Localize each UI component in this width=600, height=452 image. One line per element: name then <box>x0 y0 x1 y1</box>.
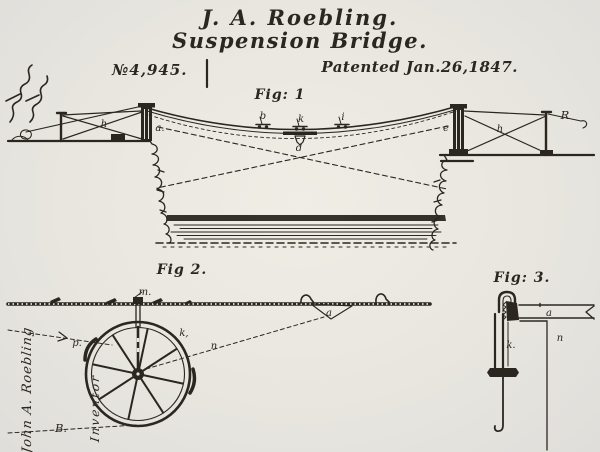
part-label-e: e <box>443 123 449 134</box>
trolley-wheel <box>294 127 299 131</box>
witness-signature-icon <box>5 64 33 123</box>
part-label-a2: a <box>326 308 332 319</box>
center-platform <box>283 131 317 135</box>
water-lines <box>170 224 442 240</box>
right-tower <box>453 108 464 153</box>
part-label-b: b <box>260 111 266 122</box>
collar <box>487 368 519 377</box>
part-label-n: n <box>211 341 217 352</box>
fig3-caption: Fig: 3. <box>493 270 551 286</box>
cable-deflection-dashed <box>148 110 457 139</box>
stem-slot <box>136 348 140 352</box>
patent-title: Suspension Bridge. <box>172 28 428 53</box>
part-label-k: k <box>298 114 304 125</box>
right-backstay <box>547 113 588 129</box>
part-label-h2: h <box>497 124 503 135</box>
rope-clamps <box>50 297 192 305</box>
right-post-base <box>540 150 553 156</box>
right-tower-base <box>449 149 468 156</box>
stem-hook <box>133 291 143 299</box>
left-anchor-post <box>55 111 68 143</box>
wheel-axle <box>136 372 140 376</box>
part-label-d: d <box>296 143 302 154</box>
left-cliff <box>149 140 172 244</box>
beam <box>518 302 595 322</box>
trolley-wheel <box>264 125 269 129</box>
inventor-name-title: J. A. Roebling. <box>201 5 399 30</box>
trolley-wheel <box>257 125 262 129</box>
dashed-cross-lines <box>156 125 449 190</box>
clamp-hook-outer <box>497 290 517 314</box>
witness-signatures-icon <box>5 64 49 123</box>
left-anchor-block <box>111 134 125 141</box>
link-bars <box>493 312 505 374</box>
inventor-signature: John A. Roebling <box>20 325 35 452</box>
center-hanger <box>294 135 306 146</box>
left-tower-banding <box>144 109 149 139</box>
right-anchor-post <box>540 110 553 157</box>
cable-trolleys <box>255 116 350 131</box>
stem-upper <box>135 303 141 328</box>
left-backstay-anchor <box>11 104 148 141</box>
witness-signature-icon <box>25 75 49 123</box>
fig1-bridge-elevation: a. h b k i d e h R <box>6 103 596 251</box>
right-anchor-bracing <box>463 110 547 154</box>
arrowhead-icon <box>57 331 68 342</box>
patent-number: №4,945. <box>112 61 188 79</box>
fig1-caption: Fig: 1 <box>254 87 306 103</box>
main-cable-upper <box>146 105 459 131</box>
part-label-a3: a <box>546 308 552 319</box>
part-label-k3: k. <box>506 340 515 351</box>
brake-shoes <box>83 337 197 395</box>
part-label-h: h <box>101 119 107 130</box>
part-label-p: p. <box>72 338 82 349</box>
right-cliff <box>429 154 448 251</box>
fig3-cable-clamp: a n k. <box>487 290 595 451</box>
clamp-hook-inner <box>502 295 512 313</box>
part-label-i: i <box>341 112 344 123</box>
bracket-triangle <box>310 303 353 320</box>
lower-rod-hook <box>493 376 504 433</box>
right-tower-banding <box>456 110 461 150</box>
wheel-spokes <box>92 328 184 420</box>
inventor-role-label: Inventor <box>88 373 102 443</box>
water-band <box>166 215 446 221</box>
trolley-wheel <box>301 127 306 131</box>
rope-hooks <box>300 293 390 304</box>
part-label-k2: k, <box>179 328 188 339</box>
left-anchor-bracing <box>61 110 143 140</box>
stem-clamp <box>133 297 143 304</box>
left-tower <box>141 107 152 141</box>
wheel-rim-outer <box>84 320 192 428</box>
fig2-traveler-wheel: m. k, p. n B. a <box>6 287 432 435</box>
stem-slot <box>136 338 140 342</box>
part-label-a: a. <box>155 123 164 134</box>
part-label-n3: n <box>557 333 563 344</box>
trolley-wheel <box>343 125 348 129</box>
part-label-R: R <box>560 108 570 122</box>
clamp-jaw <box>506 301 519 321</box>
fig2-dashed-lines <box>7 316 325 434</box>
wheel-rim-inner <box>90 326 186 422</box>
fig2-caption: Fig 2. <box>156 262 208 278</box>
trolley-bars <box>255 123 350 128</box>
trolley-masts <box>259 116 342 127</box>
part-label-m: m. <box>139 287 152 298</box>
trolley-wheel <box>336 125 341 129</box>
clamp-teeth <box>502 301 507 321</box>
part-label-B: B. <box>54 421 67 435</box>
patent-date: Patented Jan.26,1847. <box>321 58 518 76</box>
